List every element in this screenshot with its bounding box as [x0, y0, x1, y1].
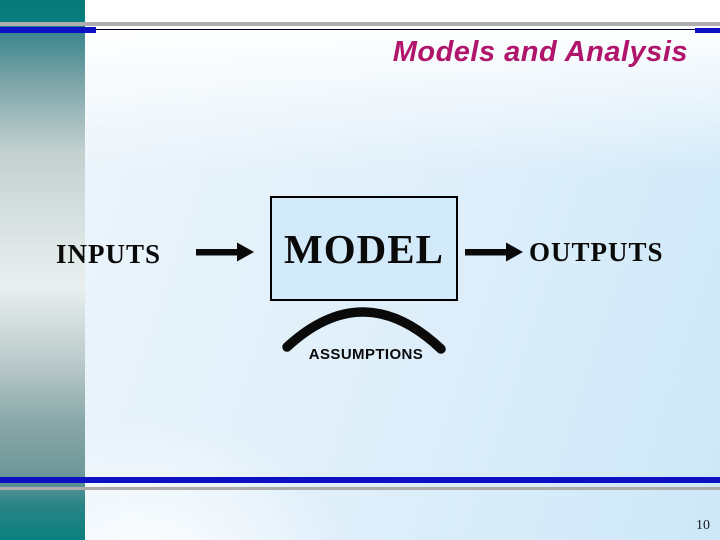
assumptions-label: ASSUMPTIONS	[308, 346, 424, 363]
assumptions-arc-icon	[282, 307, 446, 354]
model-box: MODEL	[270, 196, 458, 301]
bottom-blue-divider	[0, 477, 720, 483]
top-gray-divider	[0, 22, 720, 26]
top-blue-accent-left	[0, 27, 96, 33]
slide-title: Models and Analysis	[392, 36, 688, 68]
page-number: 10	[696, 518, 710, 533]
sidebar-gradient	[0, 0, 85, 540]
input-arrow-icon	[196, 242, 254, 262]
inputs-label: INPUTS	[56, 239, 162, 269]
model-label: MODEL	[284, 225, 444, 272]
top-navy-line	[0, 28, 720, 31]
outputs-label: OUTPUTS	[529, 237, 664, 267]
bottom-gray-divider	[0, 486, 720, 490]
output-arrow-icon	[465, 242, 523, 262]
top-blue-accent-right	[695, 28, 720, 33]
